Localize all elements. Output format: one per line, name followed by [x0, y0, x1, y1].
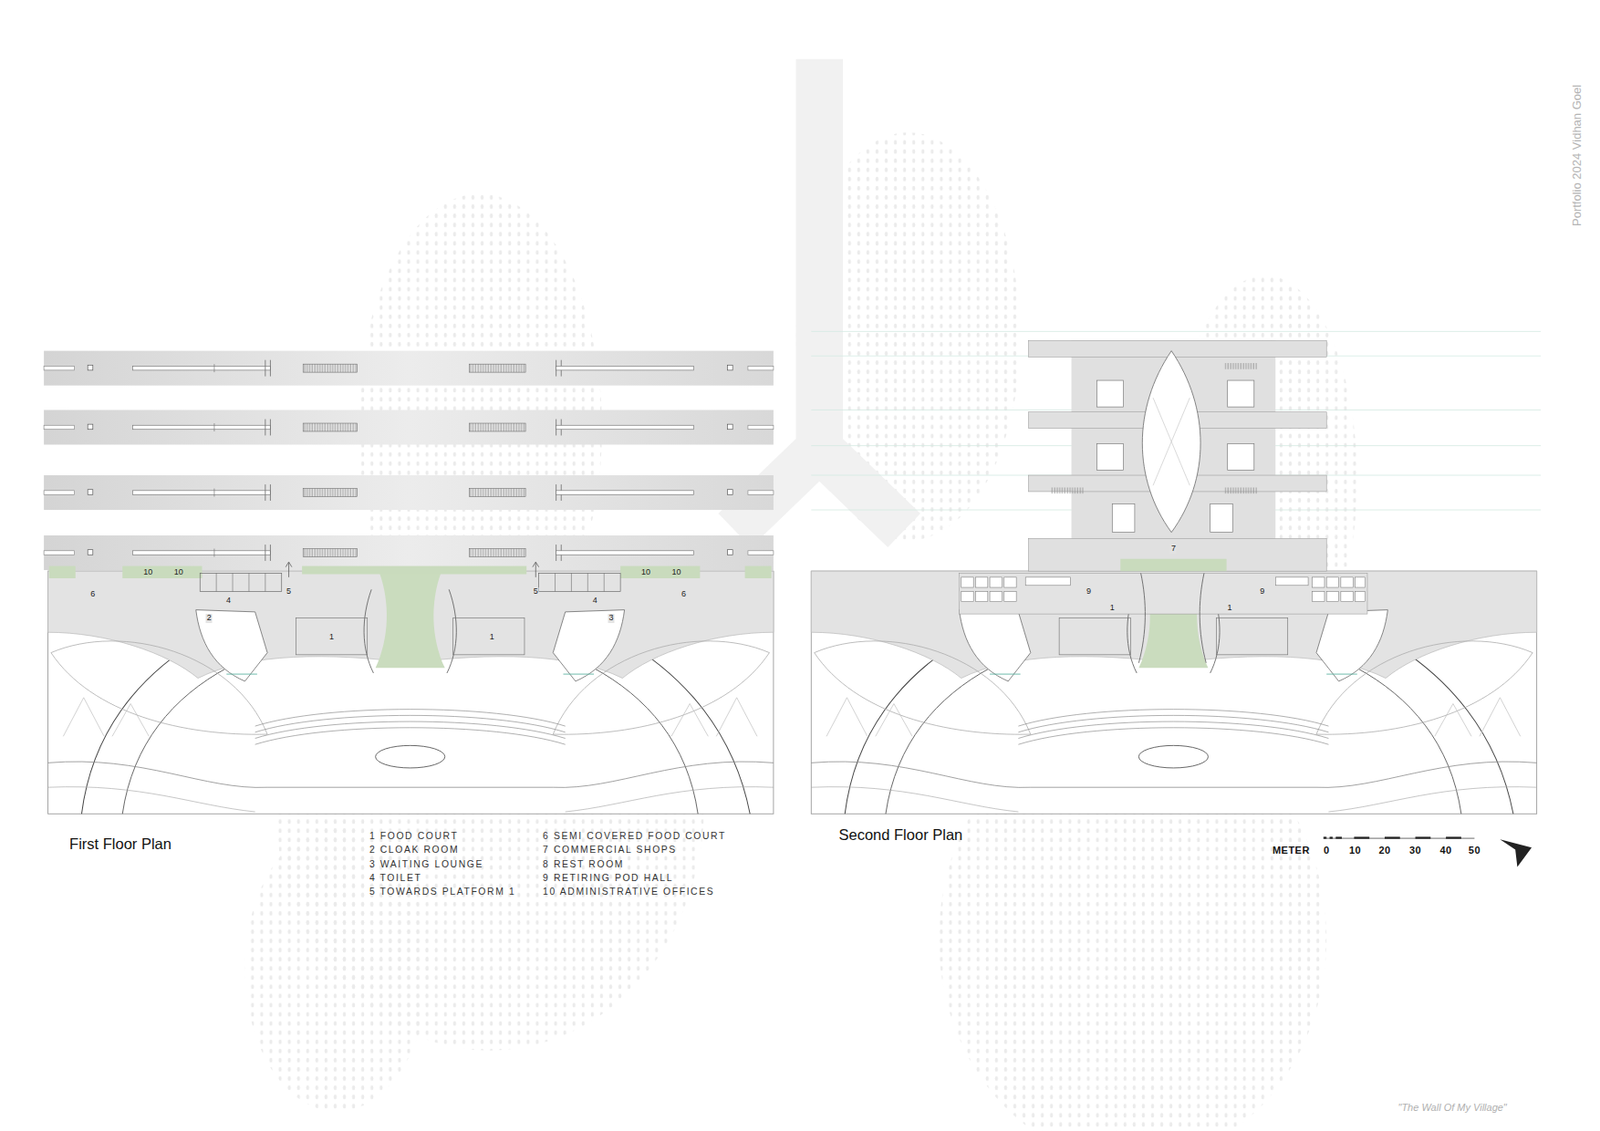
key-item: 8 REST ROOM [542, 859, 624, 870]
plan-title: Second Floor Plan [839, 826, 964, 843]
scale-number: 50 [1468, 844, 1481, 856]
caption-quote: "The Wall Of My Village" [1398, 1101, 1507, 1113]
callout-number: 1 [488, 633, 496, 643]
key-item: 3 WAITING LOUNGE [369, 859, 484, 870]
callout-number: 1 [328, 633, 335, 643]
scale-label: METER [1272, 844, 1310, 856]
callout-number: 2 [206, 613, 213, 624]
callout-number: 3 [608, 613, 615, 624]
callout-number: 10 [671, 568, 683, 578]
callout-number: 10 [640, 568, 652, 578]
scale-number: 0 [1323, 844, 1330, 856]
scale-number: 40 [1439, 844, 1452, 856]
key-item: 7 COMMERCIAL SHOPS [542, 845, 677, 856]
key-item: 5 TOWARDS PLATFORM 1 [369, 886, 516, 897]
second-floor-plan [810, 331, 1541, 814]
first-floor-plan [43, 351, 774, 815]
scale-number: 20 [1378, 844, 1391, 856]
callout-number: 6 [89, 590, 96, 600]
key-item: 1 FOOD COURT [369, 831, 459, 842]
key-item: 10 ADMINISTRATIVE OFFICES [542, 886, 715, 897]
key-item: 6 SEMI COVERED FOOD COURT [542, 831, 727, 842]
key-item: 2 CLOAK ROOM [369, 845, 459, 856]
plan-title: First Floor Plan [69, 835, 172, 852]
callout-number: 5 [532, 587, 540, 597]
watermark: Portfolio 2024 Vidhan Goel [1570, 84, 1584, 227]
scale-number: 10 [1349, 844, 1362, 856]
callout-number: 9 [1258, 587, 1266, 597]
callout-number: 7 [1170, 544, 1177, 554]
callout-number: 10 [173, 568, 185, 578]
key-item: 4 TOILET [369, 872, 422, 884]
callout-number: 9 [1085, 587, 1092, 597]
key-item: 9 RETIRING POD HALL [542, 872, 674, 884]
scale-bar [1323, 836, 1476, 839]
callout-number: 1 [1225, 603, 1233, 613]
scale-number: 30 [1409, 844, 1422, 856]
callout-number: 5 [285, 587, 292, 597]
north-arrow [1499, 839, 1532, 867]
callout-number: 4 [225, 596, 232, 606]
callout-number: 10 [142, 568, 154, 578]
callout-number: 4 [592, 596, 599, 606]
callout-number: 1 [1109, 603, 1116, 613]
callout-number: 6 [680, 590, 687, 600]
